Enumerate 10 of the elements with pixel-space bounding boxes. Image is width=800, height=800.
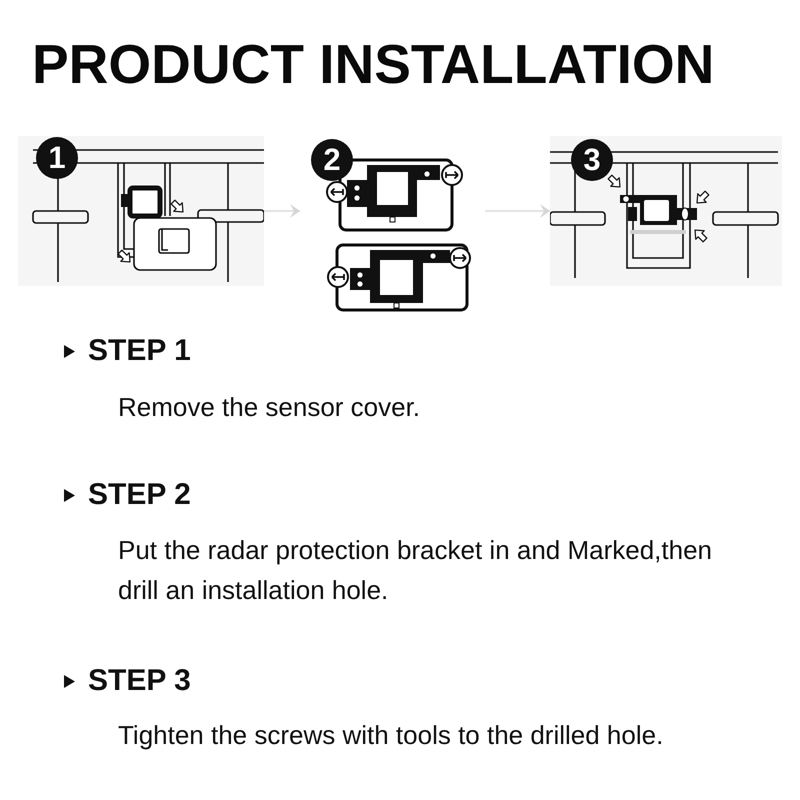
instruction-text: Tighten the screws with tools to the drilled hole. [118, 719, 664, 752]
step-heading: STEP 3 [88, 663, 191, 699]
instruction-text: Remove the sensor cover. [118, 391, 422, 424]
step-heading: STEP 1 [88, 333, 191, 369]
step-heading: STEP 2 [88, 477, 191, 513]
callout-number: 2 [311, 139, 353, 181]
chevron-arrow [485, 204, 550, 218]
chevron-arrow [264, 204, 300, 218]
page-title: PRODUCT INSTALLATION [32, 34, 714, 94]
instruction-text: Put the radar protection bracket in and Marked,then drill an installation hole. [118, 534, 714, 607]
